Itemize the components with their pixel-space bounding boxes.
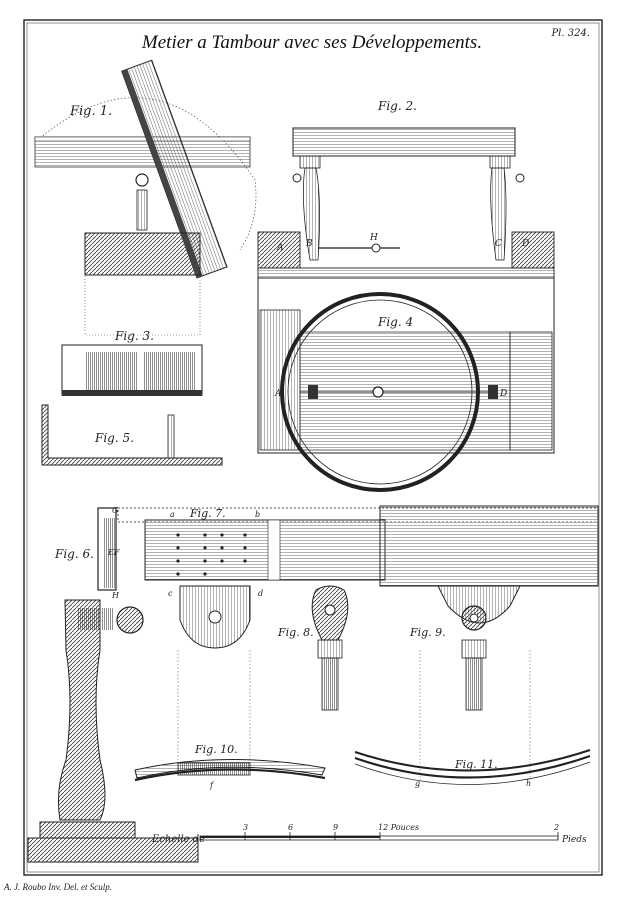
fig2-base [257,267,555,279]
figure-8: Fig. 8. [277,585,349,711]
plate-number: Pl. 324. [550,28,590,39]
fig4-label: Fig. 4 [377,315,413,329]
fig6-foot [39,821,136,839]
fig2-leg-left [302,167,320,261]
letter-c: c [168,589,173,598]
fig1-hoop [121,59,228,279]
fig1-screw [135,173,149,187]
scale-tick-9: 9 [333,823,338,832]
fig10-label: Fig. 10. [194,743,238,756]
scale-unit: Pieds [561,835,587,845]
figure-9: Fig. 9. [409,585,521,711]
fig3-compartment-left [85,352,137,390]
figure-6: Fig. 6. G EF H [27,506,199,863]
letter-H-fig6: H [111,591,120,600]
fig4-end-left [259,309,301,451]
fig4-panel [299,331,511,451]
letter-h: h [526,779,531,788]
fig1-label: Fig. 1. [69,104,112,119]
letter-H: H [369,233,378,243]
fig1-table-edge [34,136,251,142]
fig2-frame-bar [292,127,516,157]
fig5-label: Fig. 5. [94,431,134,445]
fig3-label: Fig. 3. [114,329,154,343]
letter-g: g [415,779,420,788]
scale-label: Echelle de [151,834,205,845]
fig6-base [27,837,199,863]
fig5-upright [167,414,175,459]
letter-a: a [170,510,175,519]
fig3-compartment-right [143,352,195,390]
fig11-label: Fig. 11. [454,758,498,771]
fig7-bar-right [379,505,599,587]
scale-tick-3: 3 [243,823,248,832]
engraver-credit: A. J. Roubo Inv. Del. et Sculp. [4,882,113,892]
letter-B: B [305,239,313,249]
scale-tick-6: 6 [288,823,293,832]
letter-A-fig4: A [274,389,282,399]
fig2-leg-right [490,167,507,261]
fig1-post [136,189,148,231]
fig1-swing-arc [39,97,257,251]
scale-tick-12: 12 Pouces [378,823,419,832]
fig7-label: Fig. 7. [189,507,226,520]
figure-1: Fig. 1. [34,59,257,279]
plate-border [23,19,603,876]
letter-C: C [495,239,502,249]
figure-4: Fig. 4 A D [257,277,555,492]
fig6-label: Fig. 6. [54,547,94,561]
letter-A: A [276,243,284,253]
fig5-profile [41,404,223,466]
fig9-label: Fig. 9. [409,626,446,639]
fig6-screw-thread [78,608,113,630]
letter-b: b [255,510,260,519]
fig2-block-d [511,231,555,269]
figure-7: Fig. 7. a b c d [117,505,599,598]
figure-10: Fig. 10. f [134,743,326,790]
fig3-lid [84,232,201,276]
plate-inner-border [26,22,600,873]
letter-d: d [258,589,263,598]
fig7-holes [176,533,247,576]
figure-11: Fig. 11. g h [354,650,591,788]
fig7-bracket [177,585,251,765]
figure-3: Fig. 3. [61,232,203,396]
letter-f: f [209,781,215,790]
fig3-base [62,390,202,396]
fig4-end-right [509,331,553,451]
fig6-clamp-shade [104,518,118,588]
scale-tick-2: 2 [553,823,559,832]
fig7-bar-left [144,519,386,581]
fig6-wing-nut [116,606,144,634]
fig4-frame [257,277,555,454]
letter-EF: EF [107,548,120,557]
letter-G: G [112,506,119,515]
figure-5: Fig. 5. [41,404,223,466]
letter-D: D [521,239,529,249]
letter-D-fig4: D [499,389,507,399]
fig2-label: Fig. 2. [377,99,417,113]
scale-bar: Echelle de 3 6 9 12 Pouces 2 Pieds [151,823,587,845]
figure-2: Fig. 2. A B H C D [257,99,555,279]
fig6-leg [58,599,106,821]
fig3-projection [84,274,201,336]
plate-title: Metier a Tambour avec ses Développements… [141,32,482,53]
fig8-label: Fig. 8. [277,626,314,639]
fig1-table [34,136,251,168]
fig2-block-a [257,231,301,269]
